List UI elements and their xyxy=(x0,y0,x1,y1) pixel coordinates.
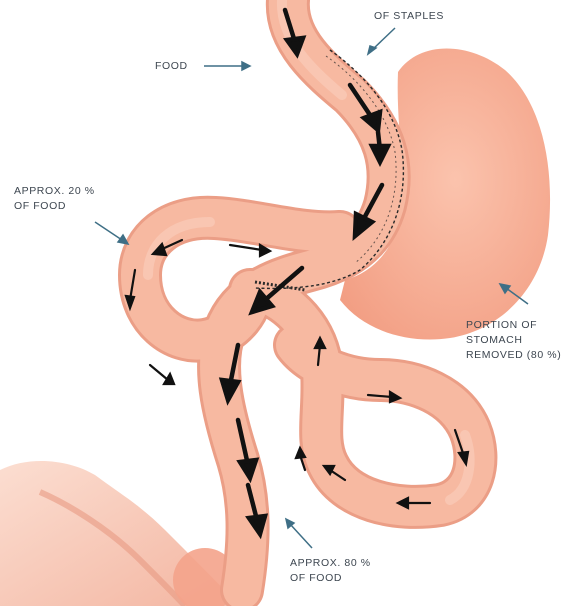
label-approx-20-line2: OF FOOD xyxy=(14,199,95,214)
label-food-text: FOOD xyxy=(155,59,188,74)
label-approx-80-line2: OF FOOD xyxy=(290,571,371,586)
pointer-approx20 xyxy=(95,222,128,244)
pointer-staples xyxy=(368,28,395,54)
label-removed-line2: STOMACH xyxy=(466,333,561,348)
label-staples: OF STAPLES xyxy=(374,9,444,24)
label-removed-line1: PORTION OF xyxy=(466,318,561,333)
label-approx-20-line1: APPROX. 20 % xyxy=(14,184,95,199)
label-staples-text: OF STAPLES xyxy=(374,9,444,24)
label-removed: PORTION OF STOMACH REMOVED (80 %) xyxy=(466,318,561,363)
label-approx-20: APPROX. 20 % OF FOOD xyxy=(14,184,95,214)
label-removed-line3: REMOVED (80 %) xyxy=(466,348,561,363)
label-food: FOOD xyxy=(155,59,188,74)
label-approx-80-line1: APPROX. 80 % xyxy=(290,556,371,571)
label-approx-80: APPROX. 80 % OF FOOD xyxy=(290,556,371,586)
pointer-food xyxy=(204,62,250,70)
pointer-approx80 xyxy=(286,519,312,548)
